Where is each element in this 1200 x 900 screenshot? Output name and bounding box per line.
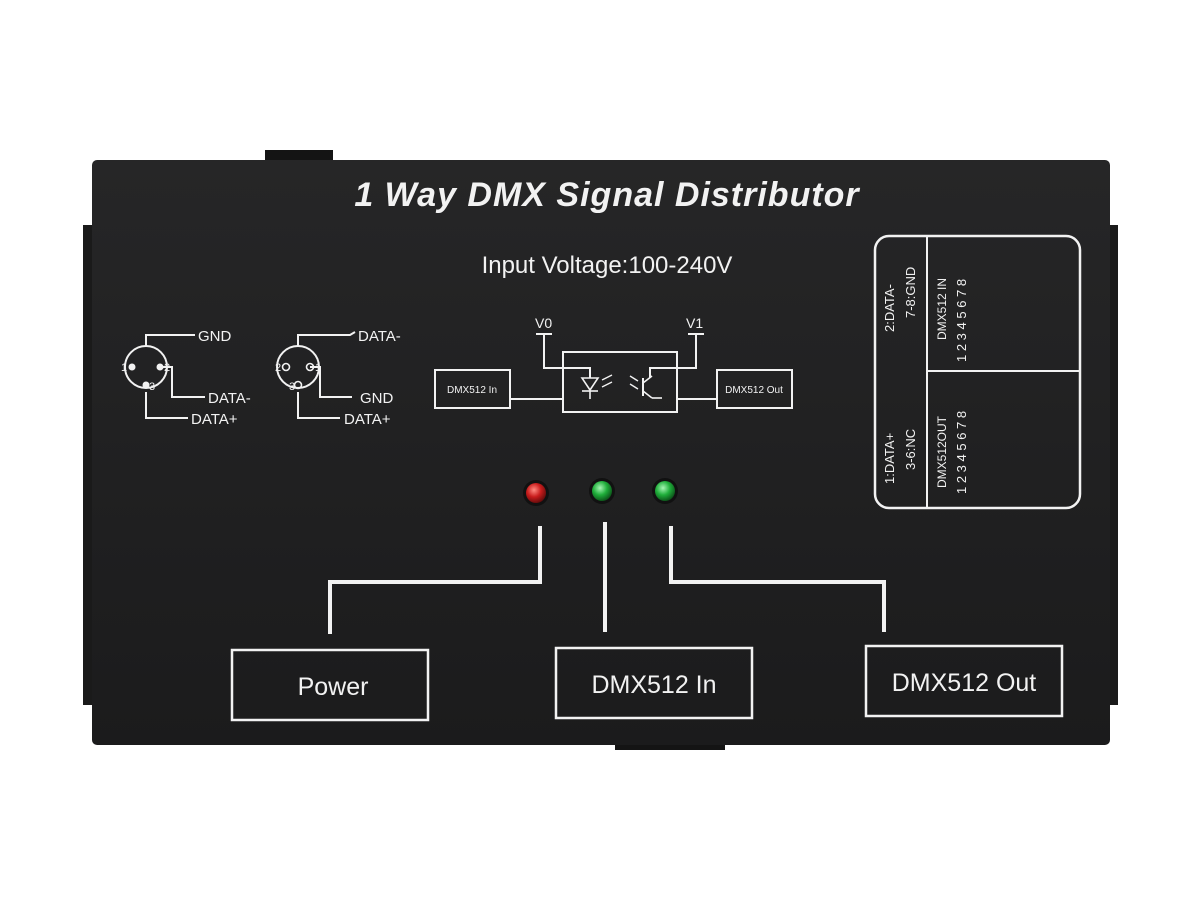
- led-symbol: [580, 377, 600, 392]
- pin-number: 2: [275, 362, 281, 374]
- pin-socket: [293, 380, 303, 390]
- power-led: [523, 480, 549, 506]
- device-title: 1 Way DMX Signal Distributor: [354, 176, 860, 214]
- data-minus-label: DATA-: [358, 328, 401, 345]
- opto-out-box-label: DMX512 Out: [725, 385, 783, 396]
- out-pins-desc: 1:DATA+: [882, 433, 897, 484]
- dmx-out-label: DMX512 Out: [892, 669, 1037, 697]
- in-pin-numbers: 1 2 3 4 5 6 7 8: [954, 279, 969, 362]
- rj45-pinout-panel: 2:DATA- 7-8:GND DMX512 IN 1 2 3 4 5 6 7 …: [873, 234, 1082, 510]
- dmx-out-led: [652, 478, 678, 504]
- pin-dot: [128, 363, 136, 371]
- pin-socket: [281, 362, 291, 372]
- in-port-title: DMX512 IN: [935, 278, 949, 340]
- gnd-label: GND: [360, 390, 394, 407]
- data-minus-label: DATA-: [208, 390, 251, 407]
- power-leader-line: [328, 526, 542, 634]
- dmx-out-leader-line: [669, 526, 886, 632]
- optocoupler-diagram: DMX512 In DMX512 Out V0 V1: [434, 315, 793, 413]
- device-body: [92, 160, 1110, 745]
- out-pin-numbers: 1 2 3 4 5 6 7 8: [954, 411, 969, 494]
- dmx-in-led: [589, 478, 615, 504]
- data-plus-label: DATA+: [344, 411, 391, 428]
- pin-number: 1: [121, 362, 127, 374]
- pin-number: 3: [289, 381, 295, 393]
- v0-label: V0: [535, 315, 552, 331]
- xlr-diagram-left: 1 2 3 GND DATA- DATA+: [121, 328, 251, 428]
- xlr-diagram-right: 2 1 3 DATA- GND DATA+: [275, 328, 401, 428]
- dmx-in-label-box: [554, 646, 754, 720]
- in-pins-desc: 2:DATA-: [882, 284, 897, 332]
- v1-label: V1: [686, 315, 703, 331]
- dmx-out-label-box: [864, 644, 1064, 718]
- gnd-label: GND: [198, 328, 232, 345]
- in-pins-desc-gnd: 7-8:GND: [903, 267, 918, 318]
- power-label: Power: [298, 673, 369, 701]
- opto-in-box-label: DMX512 In: [447, 385, 497, 396]
- power-label-box: [230, 648, 430, 722]
- out-port-title: DMX512OUT: [935, 415, 949, 488]
- data-plus-label: DATA+: [191, 411, 238, 428]
- dmx-in-label: DMX512 In: [591, 671, 716, 699]
- out-pins-desc-nc: 3-6:NC: [903, 429, 918, 470]
- pin-number: 3: [149, 381, 155, 393]
- pin-dot: [142, 381, 150, 389]
- input-voltage-label: Input Voltage:100-240V: [482, 252, 733, 279]
